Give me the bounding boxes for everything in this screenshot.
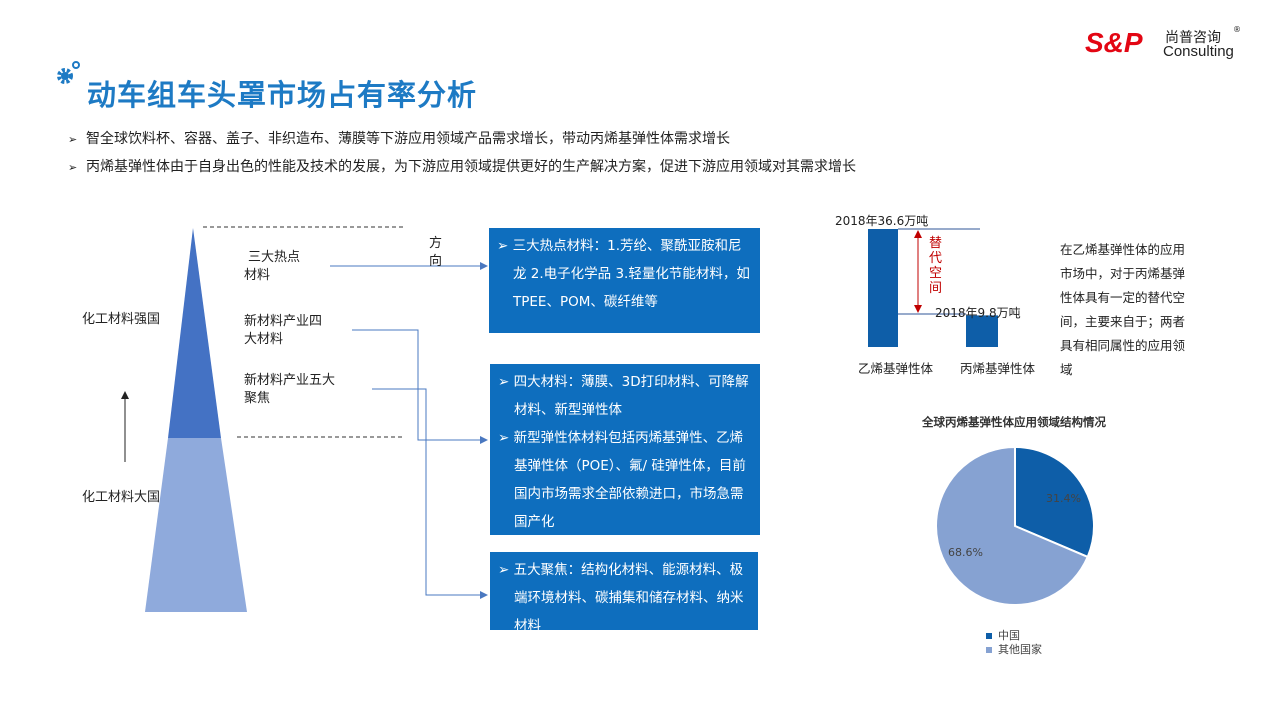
- pie-title: 全球丙烯基弹性体应用领域结构情况: [922, 415, 1106, 429]
- legend-item-china: 中国: [986, 627, 1020, 643]
- description-text: 在乙烯基弹性体的应用市场中，对于丙烯基弹性体具有一定的替代空间，主要来自于；两者…: [1060, 242, 1186, 377]
- direction-label: 方 向: [429, 236, 443, 269]
- connector-arrow: [372, 388, 488, 599]
- box-item: ➢ 四大材料：薄膜、3D打印材料、可降解材料、新型弹性体: [498, 374, 749, 418]
- bar-category-label: 丙烯基弹性体: [960, 361, 1036, 376]
- bar-category-label: 乙烯基弹性体: [858, 361, 934, 376]
- tier-label: 新材料产业四 大材料: [244, 314, 323, 347]
- top-label: 化工材料强国: [82, 312, 161, 327]
- pie-chart: 31.4% 68.6%: [935, 445, 1095, 606]
- five-focus-box: ➢ 五大聚焦：结构化材料、能源材料、极端环境材料、碳捕集和储存材料、纳米材料: [490, 552, 758, 630]
- bar-propylene: [966, 315, 998, 347]
- pie-data-label: 68.6%: [948, 546, 983, 559]
- bar-chart: 2018年36.6万吨 2018年9.8万吨 乙烯基弹性体 丙烯基弹性体: [835, 214, 1036, 376]
- logo-brand: S&P: [1085, 27, 1143, 58]
- bullet-text: 智全球饮料杯、容器、盖子、非织造布、薄膜等下游应用领域产品需求增长，带动丙烯基弹…: [86, 131, 730, 147]
- legend-item-other: 其他国家: [986, 641, 1042, 657]
- pie-slice-other: [935, 445, 1090, 606]
- gears-icon: [57, 61, 80, 84]
- sp-consulting-logo: S&P 尚普咨询 ® Consulting: [1085, 25, 1245, 65]
- pie-slice-china: [1014, 445, 1095, 559]
- box-item: ➢ 新型弹性体材料包括丙烯基弹性、乙烯基弹性体（POE）、氟/ 硅弹性体，目前国…: [498, 430, 746, 530]
- connector-arrow: [352, 329, 488, 444]
- pie-data-label: 31.4%: [1046, 492, 1081, 505]
- bullet-text: 丙烯基弹性体由于自身出色的性能及技术的发展，为下游应用领域提供更好的生产解决方案…: [86, 159, 856, 175]
- bar-data-label: 2018年36.6万吨: [835, 214, 928, 228]
- pyramid-bottom: [145, 438, 247, 612]
- logo-reg: ®: [1233, 25, 1241, 34]
- tier-label: 新材料产业五大 聚焦: [244, 373, 336, 406]
- bar-data-label: 2018年9.8万吨: [935, 306, 1021, 320]
- page-title: 动车组车头罩市场占有率分析: [87, 78, 478, 112]
- bar-ethylene: [868, 229, 898, 347]
- pyramid-top: [168, 228, 221, 438]
- four-materials-box: ➢ 四大材料：薄膜、3D打印材料、可降解材料、新型弹性体 ➢ 新型弹性体材料包括丙…: [490, 364, 760, 535]
- box-item: ➢ 五大聚焦：结构化材料、能源材料、极端环境材料、碳捕集和储存材料、纳米材料: [498, 562, 744, 630]
- bottom-label: 化工材料大国: [82, 490, 161, 505]
- logo-en: Consulting: [1163, 43, 1234, 60]
- bullet-2: ➢丙烯基弹性体由于自身出色的性能及技术的发展，为下游应用领域提供更好的生产解决方…: [68, 159, 856, 175]
- tier-label: 三大热点 材料: [244, 250, 301, 283]
- hot-materials-box: ➢ 三大热点材料：1.芳纶、聚酰亚胺和尼龙 2.电子化学品 3.轻量化节能材料，…: [489, 228, 760, 333]
- substitution-label: 替代空间: [929, 236, 943, 296]
- bullet-1: ➢智全球饮料杯、容器、盖子、非织造布、薄膜等下游应用领域产品需求增长，带动丙烯基…: [68, 131, 730, 147]
- logo-cn: 尚普咨询: [1165, 30, 1221, 46]
- box-item: ➢ 三大热点材料：1.芳纶、聚酰亚胺和尼龙 2.电子化学品 3.轻量化节能材料，…: [497, 238, 750, 310]
